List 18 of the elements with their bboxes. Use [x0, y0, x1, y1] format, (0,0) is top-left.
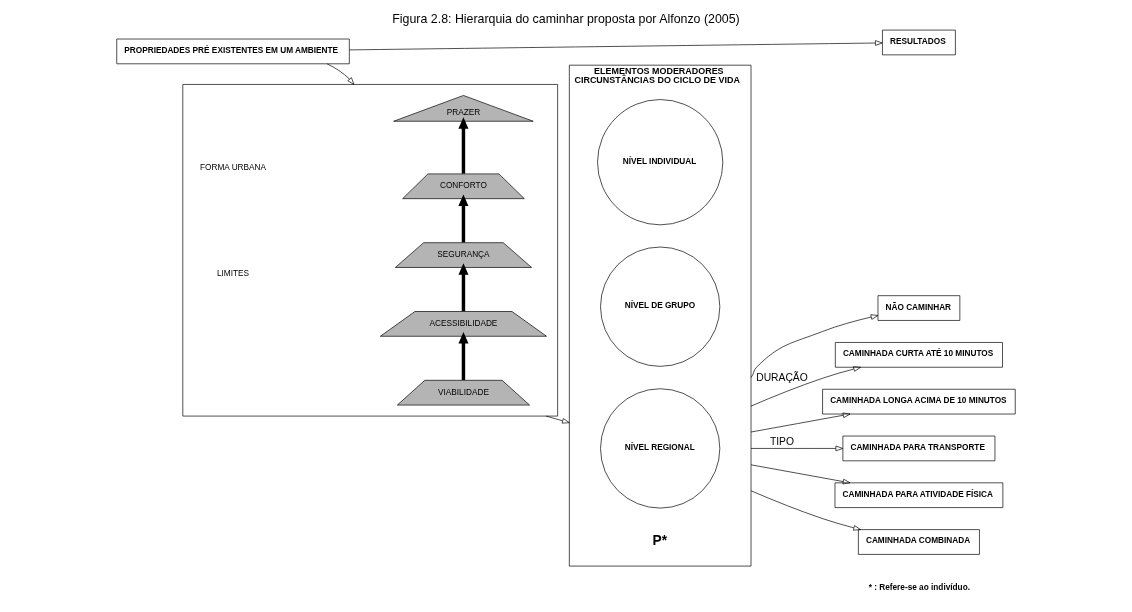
arrow: [349, 40, 883, 51]
diagram-title: Figura 2.8: Hierarquia do caminhar proposta por Alfonzo (2005): [392, 12, 740, 27]
arrow: [458, 332, 469, 381]
arrow: [750, 412, 851, 433]
arrow: [326, 63, 355, 85]
arrow: [545, 415, 570, 424]
cluster: [182, 84, 558, 417]
arrow: [750, 464, 851, 485]
arrow: [458, 263, 469, 312]
arrow: [750, 314, 879, 378]
arrow: [458, 117, 469, 174]
edge-label: DURAÇÃO: [756, 372, 808, 383]
arrow: [750, 445, 844, 452]
arrow: [750, 366, 861, 407]
label: P*: [652, 533, 668, 549]
arrow: [458, 194, 469, 243]
arrow: [750, 490, 861, 531]
edge-label: TIPO: [769, 435, 795, 447]
